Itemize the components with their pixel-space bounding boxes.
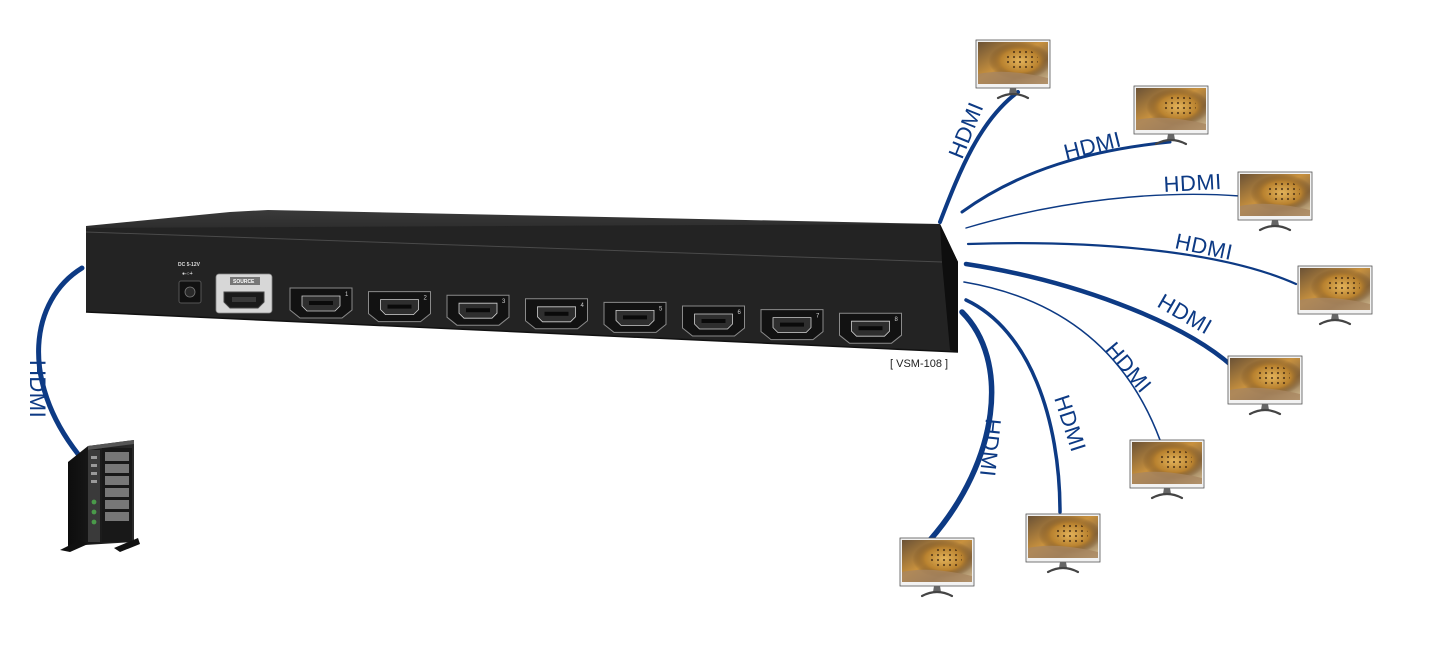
hdmi-output-port: 1 (289, 287, 353, 319)
pc-tower-icon (60, 440, 140, 552)
output-port-number: 4 (581, 303, 585, 309)
hdmi-output-port: 4 (525, 298, 588, 330)
monitor-icon (1024, 512, 1102, 574)
monitor-icon (1236, 170, 1314, 232)
monitor-icon (974, 38, 1052, 100)
power-jack: DC 5-12V ●-○+ (178, 262, 202, 304)
splitter-device: DC 5-12V ●-○+ SOURCE (85, 210, 959, 353)
hdmi-output-port: 2 (368, 291, 431, 323)
output-ports: 1 2 3 4 5 6 7 8 (289, 287, 902, 344)
output-cables (927, 90, 1298, 543)
output-port-number: 2 (424, 296, 428, 302)
output-cable-labels: HDMI HDMI HDMI HDMI HDMI HDMI HDMI HDMI (943, 99, 1235, 478)
monitor-icon (1132, 84, 1210, 146)
hdmi-output-port: 8 (839, 312, 902, 344)
power-label: DC 5-12V (178, 262, 201, 268)
source-port: SOURCE (215, 273, 273, 314)
output-port-number: 1 (345, 292, 349, 298)
hdmi-output-port: 5 (603, 301, 667, 333)
device-side-face (940, 224, 958, 352)
input-cable-label: HDMI (25, 360, 50, 418)
output-port-number: 5 (659, 306, 663, 312)
hdmi-output-port: 7 (760, 309, 824, 341)
hdmi-output-port: 6 (682, 305, 745, 337)
monitor-icon (1226, 354, 1304, 416)
source-label: SOURCE (233, 279, 255, 285)
svg-text:●-○+: ●-○+ (182, 271, 193, 277)
hdmi-output-port: 3 (446, 294, 510, 326)
monitor-icon (898, 536, 976, 598)
output-port-number: 7 (816, 314, 820, 320)
output-cable-label-2: HDMI (1061, 127, 1124, 165)
output-port-number: 3 (502, 299, 506, 305)
output-cable-label-3: HDMI (1163, 169, 1222, 197)
monitor-icon (1296, 264, 1374, 326)
output-cable-label-4: HDMI (1173, 228, 1235, 265)
monitor-icon (1128, 438, 1206, 500)
output-cable-label-6: HDMI (1100, 337, 1157, 398)
output-port-number: 8 (895, 317, 899, 323)
output-port-number: 6 (738, 310, 742, 316)
model-label: [ VSM-108 ] (890, 358, 948, 370)
output-cable-label-8: HDMI (975, 417, 1006, 478)
input-cable: HDMI (25, 265, 85, 457)
